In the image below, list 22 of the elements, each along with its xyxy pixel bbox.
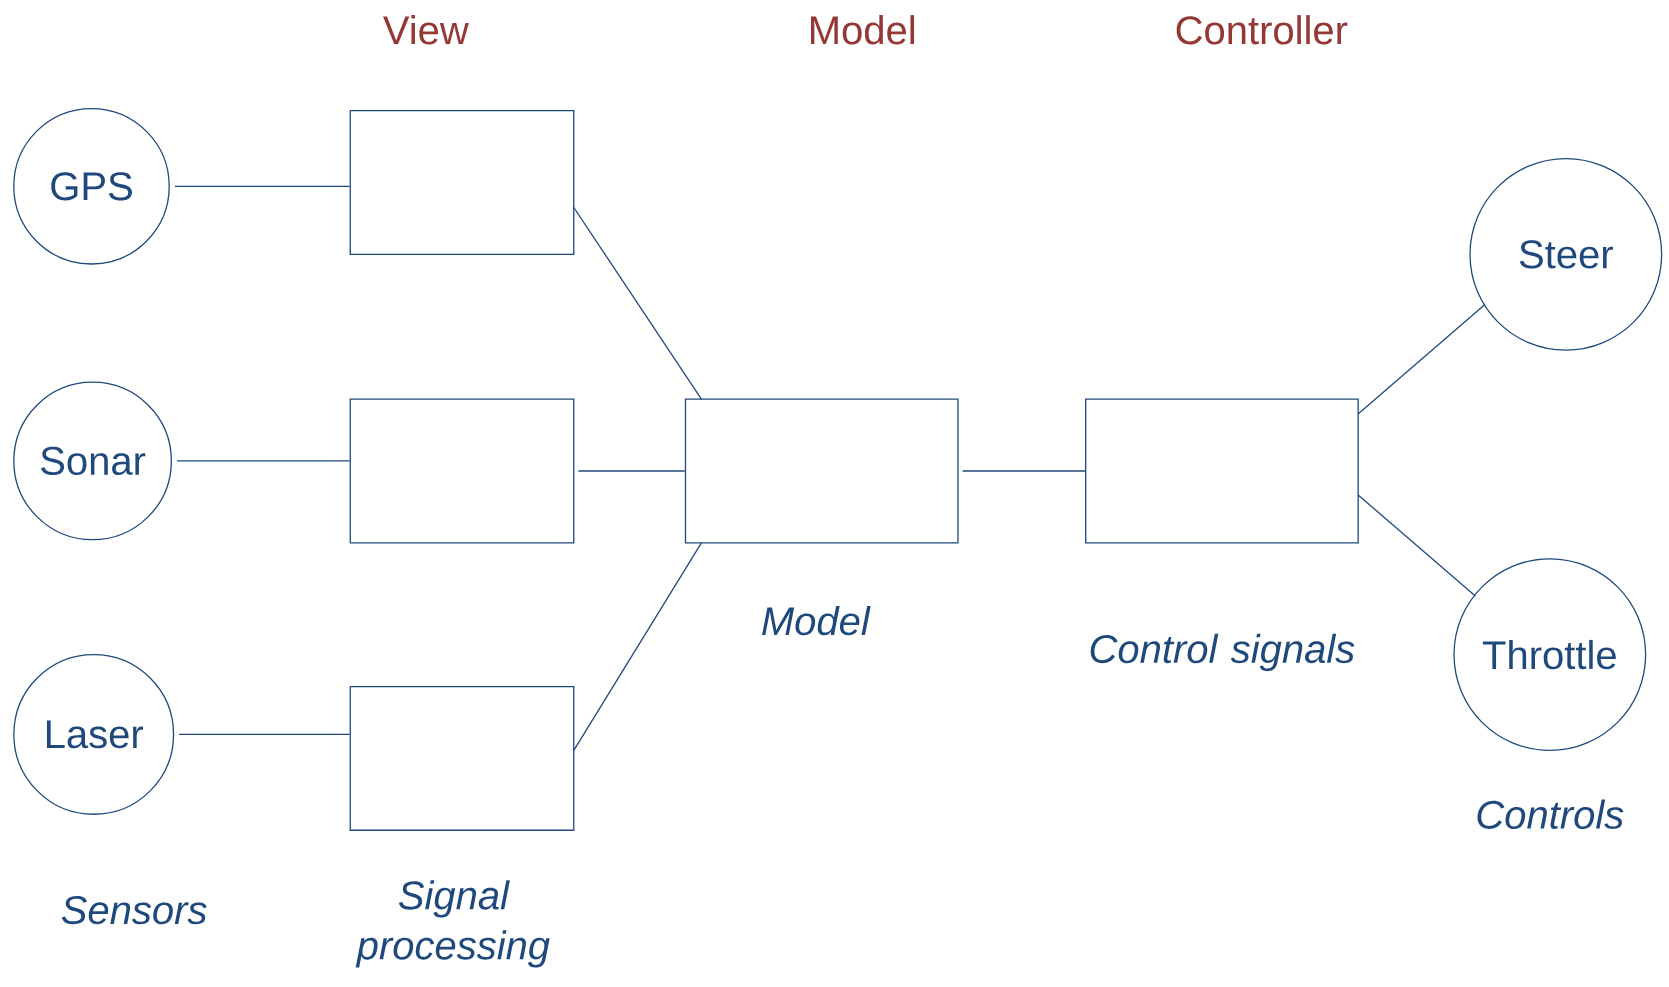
connector-line: [1357, 303, 1486, 415]
caption-text: Control signals: [1090, 633, 1355, 672]
process-box: [684, 398, 959, 544]
connector-line: [176, 460, 351, 462]
column-heading: Controller: [1176, 15, 1348, 45]
column-heading: Model: [811, 15, 914, 45]
group-label: Controls: [1477, 799, 1624, 829]
caption-text: Model: [762, 605, 871, 636]
process-box: [349, 398, 575, 544]
connector-line: [573, 206, 703, 400]
process-box: [349, 685, 575, 831]
column-heading: View: [383, 15, 469, 45]
process-box: [1085, 398, 1359, 544]
connector-line: [577, 470, 686, 472]
connector-line: [1357, 494, 1476, 597]
group-label: Sensors: [61, 895, 207, 925]
process-box: [349, 110, 575, 255]
connector-line: [573, 542, 703, 752]
connector-line: [961, 470, 1086, 472]
group-label: Signal processing: [355, 880, 550, 968]
connector-line: [178, 733, 351, 736]
connector-line: [174, 185, 351, 187]
